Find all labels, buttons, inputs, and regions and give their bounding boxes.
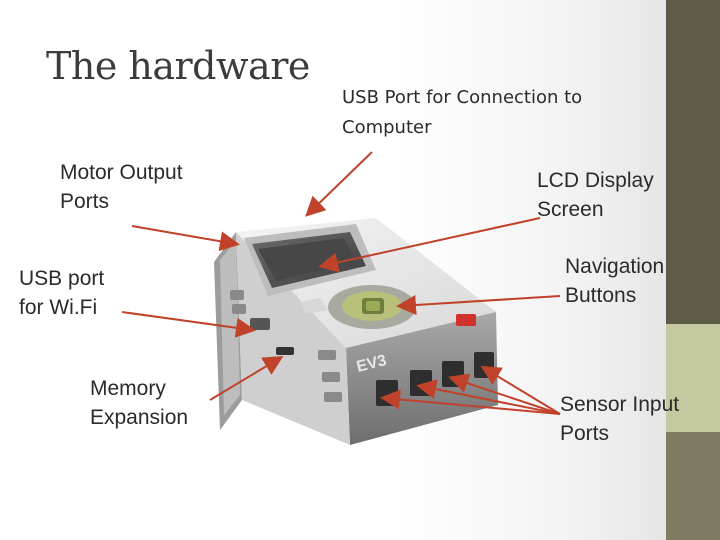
arrow-usb-computer bbox=[305, 151, 373, 217]
arrow-navigation bbox=[396, 295, 561, 315]
label-motor-output: Motor Output Ports bbox=[60, 161, 183, 213]
arrow-memory bbox=[209, 355, 284, 401]
label-usb-computer: USB Port for Connection to Computer bbox=[342, 87, 583, 138]
label-memory-expansion: Memory Expansion bbox=[90, 377, 189, 429]
side-bar-accent-dark bbox=[666, 432, 720, 540]
arrow-motor-output bbox=[131, 225, 240, 252]
arrow-sensor-1 bbox=[380, 389, 561, 415]
arrow-sensor-3 bbox=[448, 373, 561, 415]
arrow-sensor-2 bbox=[416, 379, 561, 415]
label-navigation-buttons: Navigation Buttons bbox=[565, 255, 665, 307]
side-bar-accent-light bbox=[666, 324, 720, 432]
arrow-usb-wifi bbox=[121, 311, 256, 338]
decorative-side-bar bbox=[666, 0, 720, 540]
label-sensor-input: Sensor Input Ports bbox=[560, 393, 680, 445]
ev3-brand-text: EV3 bbox=[355, 352, 389, 376]
slide-title: The hardware bbox=[46, 44, 310, 88]
arrow-sensor-4 bbox=[480, 365, 561, 415]
label-lcd-display: LCD Display Screen bbox=[537, 169, 654, 221]
label-usb-wifi: USB port for Wi.Fi bbox=[19, 267, 105, 319]
arrow-lcd-display bbox=[318, 217, 541, 273]
